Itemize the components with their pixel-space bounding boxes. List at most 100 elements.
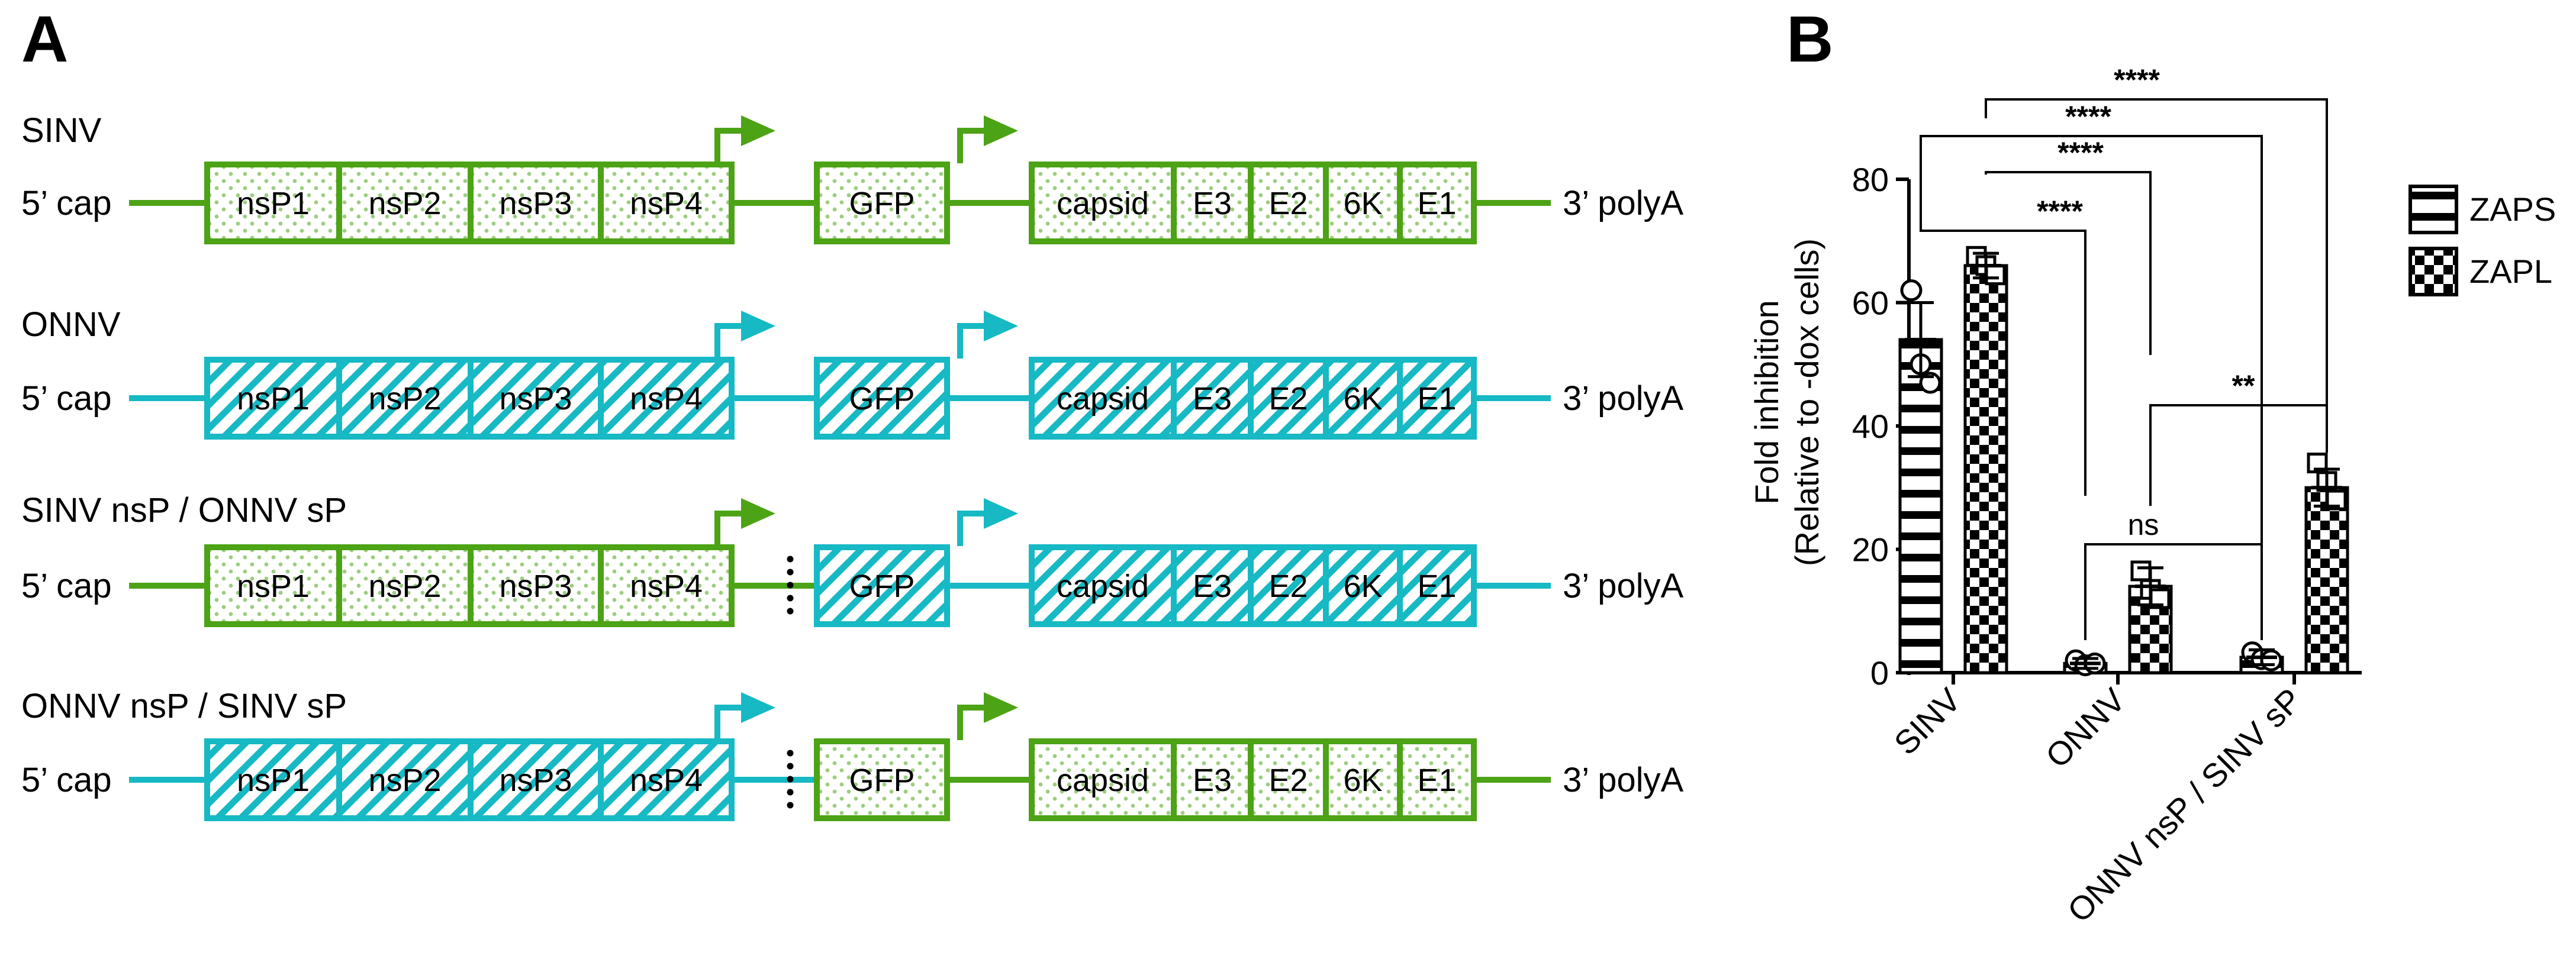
y-tick-label: 0 bbox=[1870, 654, 1889, 692]
promoter-arrowhead bbox=[741, 311, 775, 341]
gene-box-nsp1 bbox=[204, 357, 342, 440]
gene-label: nsP2 bbox=[368, 569, 441, 604]
junction-dot bbox=[787, 556, 794, 563]
x-category-label: ONNV bbox=[2039, 680, 2133, 774]
gene-label: E1 bbox=[1417, 381, 1456, 417]
gene-label: nsP4 bbox=[630, 381, 703, 417]
promoter-arrowhead bbox=[741, 692, 775, 723]
junction-dot bbox=[787, 582, 794, 589]
promoter-arrow bbox=[957, 128, 987, 163]
promoter-arrowhead bbox=[984, 115, 1018, 146]
gene-box-gfp bbox=[814, 162, 950, 244]
gene-box-e1 bbox=[1397, 162, 1477, 244]
significance-label: **** bbox=[2037, 195, 2083, 228]
gene-label: GFP bbox=[849, 569, 915, 604]
gene-label: E2 bbox=[1268, 569, 1308, 604]
gene-box-nsp4 bbox=[598, 544, 735, 627]
gene-box-capsid bbox=[1029, 544, 1177, 627]
chart-legend: ZAPS ZAPL bbox=[2408, 185, 2556, 296]
significance-bracket bbox=[1920, 135, 2263, 621]
junction-dot bbox=[787, 569, 794, 576]
chart-bars bbox=[1898, 264, 2349, 674]
construct-title: SINV nsP / ONNV sP bbox=[21, 491, 347, 530]
gene-box-capsid bbox=[1029, 357, 1177, 440]
polya-label: 3’ polyA bbox=[1563, 761, 1684, 799]
construct-title: ONNV bbox=[21, 305, 121, 344]
panel-b-letter: B bbox=[1786, 3, 1833, 76]
polya-label: 3’ polyA bbox=[1563, 379, 1684, 418]
significance-label: **** bbox=[2114, 63, 2160, 96]
promoter-arrowhead bbox=[741, 498, 775, 529]
significance-bracket bbox=[2084, 543, 2263, 640]
significance-bracket bbox=[1920, 210, 2086, 496]
promoter-arrow bbox=[714, 705, 744, 740]
data-point-square bbox=[2130, 560, 2152, 582]
gene-label: nsP4 bbox=[630, 186, 703, 221]
y-axis-title-line1: Fold inhibition bbox=[1748, 300, 1785, 505]
gene-box-gfp bbox=[814, 544, 950, 627]
gene-label: nsP4 bbox=[630, 763, 703, 798]
gene-label: E1 bbox=[1417, 569, 1456, 604]
gene-label: 6K bbox=[1343, 763, 1382, 798]
gene-box-nsp2 bbox=[336, 162, 474, 244]
gene-label: 6K bbox=[1343, 186, 1382, 221]
cap-label: 5’ cap bbox=[21, 761, 112, 799]
gene-label: nsP2 bbox=[368, 186, 441, 221]
junction-dot bbox=[787, 608, 794, 615]
promoter-arrow bbox=[714, 511, 744, 546]
junction-dot bbox=[787, 776, 794, 783]
gene-label: nsP3 bbox=[499, 186, 572, 221]
legend-swatch-zapl bbox=[2408, 247, 2458, 296]
data-point-square bbox=[1985, 264, 2006, 286]
gene-label: nsP1 bbox=[237, 381, 310, 417]
gene-label: capsid bbox=[1057, 569, 1149, 604]
gene-box-nsp3 bbox=[468, 357, 604, 440]
gene-box-nsp4 bbox=[598, 162, 735, 244]
gene-box-6k bbox=[1323, 357, 1403, 440]
construct-title: SINV bbox=[21, 111, 102, 150]
y-tick-label: 60 bbox=[1852, 285, 1889, 322]
gene-box-e2 bbox=[1248, 357, 1329, 440]
significance-bracket bbox=[1985, 98, 2328, 441]
gene-label: E3 bbox=[1193, 569, 1232, 604]
gene-label: E1 bbox=[1417, 763, 1456, 798]
gene-label: capsid bbox=[1057, 763, 1149, 798]
gene-label: capsid bbox=[1057, 381, 1149, 417]
gene-label: E3 bbox=[1193, 381, 1232, 417]
promoter-arrowhead bbox=[984, 498, 1018, 529]
gene-box-e1 bbox=[1397, 357, 1477, 440]
gene-label: 6K bbox=[1343, 381, 1382, 417]
x-category-label: SINV bbox=[1887, 680, 1968, 761]
legend-swatch-zaps bbox=[2408, 185, 2458, 234]
significance-label: ns bbox=[2128, 508, 2159, 541]
promoter-arrow bbox=[714, 323, 744, 359]
legend-label: ZAPL bbox=[2469, 253, 2552, 290]
chart-error-bars bbox=[1905, 251, 2342, 670]
gene-box-nsp1 bbox=[204, 162, 342, 244]
gene-box-nsp4 bbox=[598, 357, 735, 440]
gene-box-gfp bbox=[814, 357, 950, 440]
promoter-arrow bbox=[957, 323, 987, 359]
gene-label: E2 bbox=[1268, 186, 1308, 221]
legend-label: ZAPS bbox=[2469, 191, 2556, 228]
junction-dot bbox=[787, 750, 794, 757]
significance-label: **** bbox=[2065, 100, 2111, 133]
significance-label: **** bbox=[2057, 136, 2104, 169]
gene-label: nsP3 bbox=[499, 381, 572, 417]
gene-label: nsP3 bbox=[499, 569, 572, 604]
junction-dot bbox=[787, 763, 794, 770]
promoter-arrow bbox=[957, 511, 987, 546]
gene-label: nsP3 bbox=[499, 763, 572, 798]
y-tick-label: 40 bbox=[1852, 408, 1889, 445]
data-point-square bbox=[2307, 453, 2328, 474]
gene-label: nsP2 bbox=[368, 381, 441, 417]
gene-label: nsP4 bbox=[630, 569, 703, 604]
bar-zapl bbox=[1963, 264, 2008, 674]
gene-label: 6K bbox=[1343, 569, 1382, 604]
cap-label: 5’ cap bbox=[21, 567, 112, 605]
panel-a-letter: A bbox=[21, 3, 68, 76]
data-point-circle bbox=[2260, 649, 2282, 671]
